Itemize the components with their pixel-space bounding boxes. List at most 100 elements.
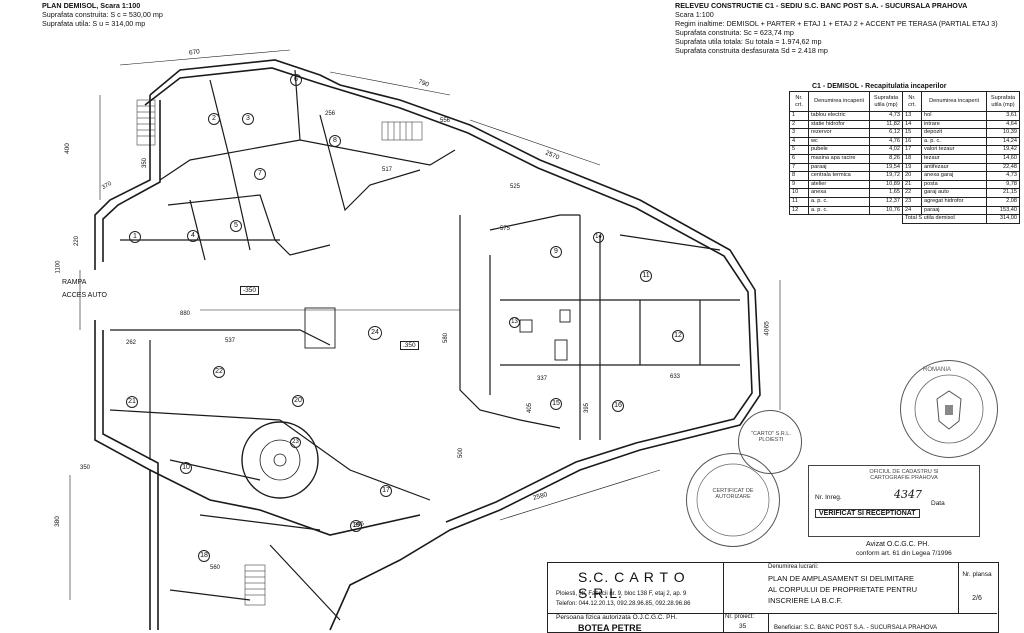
survey-title: RELEVEU CONSTRUCTIE C1 - SEDIU S.C. BANC… bbox=[675, 1, 968, 10]
cell: tezaur bbox=[921, 153, 987, 164]
cell: 19,72 bbox=[869, 171, 903, 181]
cell: 10 bbox=[789, 188, 809, 198]
person-name: BOTEA PETRE bbox=[578, 623, 642, 633]
cell: 6,12 bbox=[869, 128, 903, 138]
room-number: 15 bbox=[550, 398, 562, 410]
room-table-title: C1 - DEMISOL - Recapitulatia incaperilor bbox=[812, 83, 947, 90]
cell: rezervor bbox=[808, 128, 870, 138]
total-label: Total S utila demisol bbox=[902, 214, 987, 224]
cell: 11,82 bbox=[869, 119, 903, 130]
sheet-cell: Nr. plansa 2/6 bbox=[958, 563, 997, 614]
dimension-label: 517 bbox=[382, 167, 393, 173]
cell: a. p. c. bbox=[808, 205, 870, 216]
cell: anexa garaj bbox=[921, 171, 987, 181]
dimension-label: 380 bbox=[53, 516, 61, 527]
spiral-stair bbox=[241, 421, 319, 499]
company-name: S.C. C A R T O S.R.L. bbox=[578, 569, 686, 601]
aviz-note: conform art. 61 din Legea 7/1996 bbox=[856, 550, 952, 557]
dimension-label: 220 bbox=[74, 235, 81, 247]
company-cell: S.C. C A R T O S.R.L. Ploiesti, str. Fab… bbox=[548, 563, 724, 614]
cell: 19,54 bbox=[869, 162, 903, 173]
cell: 12,37 bbox=[869, 196, 903, 207]
coat-of-arms-icon bbox=[914, 374, 984, 444]
plan-useful-area: Suprafata utila: S u = 314,00 mp bbox=[42, 19, 146, 28]
project-value: 35 bbox=[739, 623, 747, 630]
cell: 2 bbox=[789, 119, 809, 130]
dimension-label: 405 bbox=[527, 402, 534, 414]
cell: 153,40 bbox=[986, 205, 1020, 216]
plan-built-area: Suprafata construita: S c = 530,00 mp bbox=[42, 10, 163, 19]
project-label: Nr. proiect: bbox=[725, 614, 755, 620]
dimension-label: 262 bbox=[126, 340, 137, 346]
cell: 4 bbox=[789, 136, 809, 147]
table-header: Suprafata utila (mp) bbox=[986, 91, 1020, 112]
cell: 22 bbox=[902, 188, 922, 198]
cell: 11 bbox=[789, 196, 809, 207]
person-cell: Persoana fizica autorizata O.J.C.G.C. PH… bbox=[548, 613, 724, 633]
cell: 3 bbox=[789, 128, 809, 138]
cell: depozit bbox=[921, 128, 987, 138]
cell: 14,60 bbox=[986, 153, 1020, 164]
room-number: 22 bbox=[213, 366, 225, 378]
room-number: 18 bbox=[198, 550, 210, 562]
nr-inreg-label: Nr. Inreg. bbox=[815, 494, 842, 501]
cell: 21 bbox=[902, 179, 922, 190]
cell: 8,26 bbox=[869, 153, 903, 164]
survey-header: RELEVEU CONSTRUCTIE C1 - SEDIU S.C. BANC… bbox=[675, 1, 998, 55]
room-number: 3 bbox=[242, 113, 254, 125]
cell: 6 bbox=[789, 153, 809, 164]
cell: 4,76 bbox=[869, 136, 903, 147]
cell: 12 bbox=[789, 205, 809, 216]
cell: a. p. c. bbox=[808, 196, 870, 207]
survey-built-area: Suprafata construita: Sc = 623,74 mp bbox=[675, 28, 794, 37]
survey-height-regime: Regim inaltime: DEMISOL + PARTER + ETAJ … bbox=[675, 19, 998, 28]
room-number: 14 bbox=[593, 232, 604, 243]
dimension-label: 560 bbox=[210, 565, 221, 571]
table-header: Denumirea incaperii bbox=[921, 91, 987, 112]
cell: 2,08 bbox=[986, 196, 1020, 207]
room-number: 24 bbox=[368, 326, 382, 340]
cell: 9 bbox=[789, 179, 809, 190]
cell: 1 bbox=[789, 111, 809, 121]
room-number: 11 bbox=[640, 270, 652, 282]
cell: 19 bbox=[902, 162, 922, 173]
cell: 14 bbox=[902, 119, 922, 130]
cell: 4,64 bbox=[986, 119, 1020, 130]
aviz-text: Avizat O.C.G.C. PH. bbox=[866, 541, 930, 548]
room-number: 17 bbox=[380, 485, 392, 497]
dimension-label: 575 bbox=[500, 226, 511, 232]
room-number: 19 bbox=[350, 520, 362, 532]
cell: 14,24 bbox=[986, 136, 1020, 147]
cell: hol bbox=[921, 111, 987, 121]
verificat-label: VERIFICAT SI RECEPTIONAT bbox=[815, 509, 920, 518]
table-total-row: Total S utila demisol 314,00 bbox=[790, 214, 1020, 224]
table-header: Nr. crt. bbox=[902, 91, 922, 112]
cell: centrala termica bbox=[808, 171, 870, 181]
columns bbox=[304, 307, 571, 361]
certificat-stamp: CERTIFICAT DE AUTORIZARE bbox=[686, 453, 780, 547]
dimension-label: 4065 bbox=[763, 321, 771, 336]
room-number: 16 bbox=[612, 400, 624, 412]
cell: 15 bbox=[902, 128, 922, 138]
beneficiary-text: Beneficiar: S.C. BANC POST S.A. - SUCURS… bbox=[774, 625, 938, 631]
room-number: 2 bbox=[208, 113, 220, 125]
plan-header: PLAN DEMISOL, Scara 1:100 Suprafata cons… bbox=[42, 1, 163, 28]
table-header: Denumirea incaperii bbox=[808, 91, 870, 112]
cell: paraaj bbox=[921, 205, 987, 216]
title-block: S.C. C A R T O S.R.L. Ploiesti, str. Fab… bbox=[547, 562, 999, 633]
cell: agregat hidrofor bbox=[921, 196, 987, 207]
dimension-label: 580 bbox=[443, 332, 450, 344]
dimension-label: 537 bbox=[225, 338, 236, 344]
cell: valori tezaur bbox=[921, 145, 987, 155]
cell: paraaj bbox=[808, 162, 870, 173]
dimension-label: 633 bbox=[670, 374, 681, 380]
cell: masina apa racire bbox=[808, 153, 870, 164]
